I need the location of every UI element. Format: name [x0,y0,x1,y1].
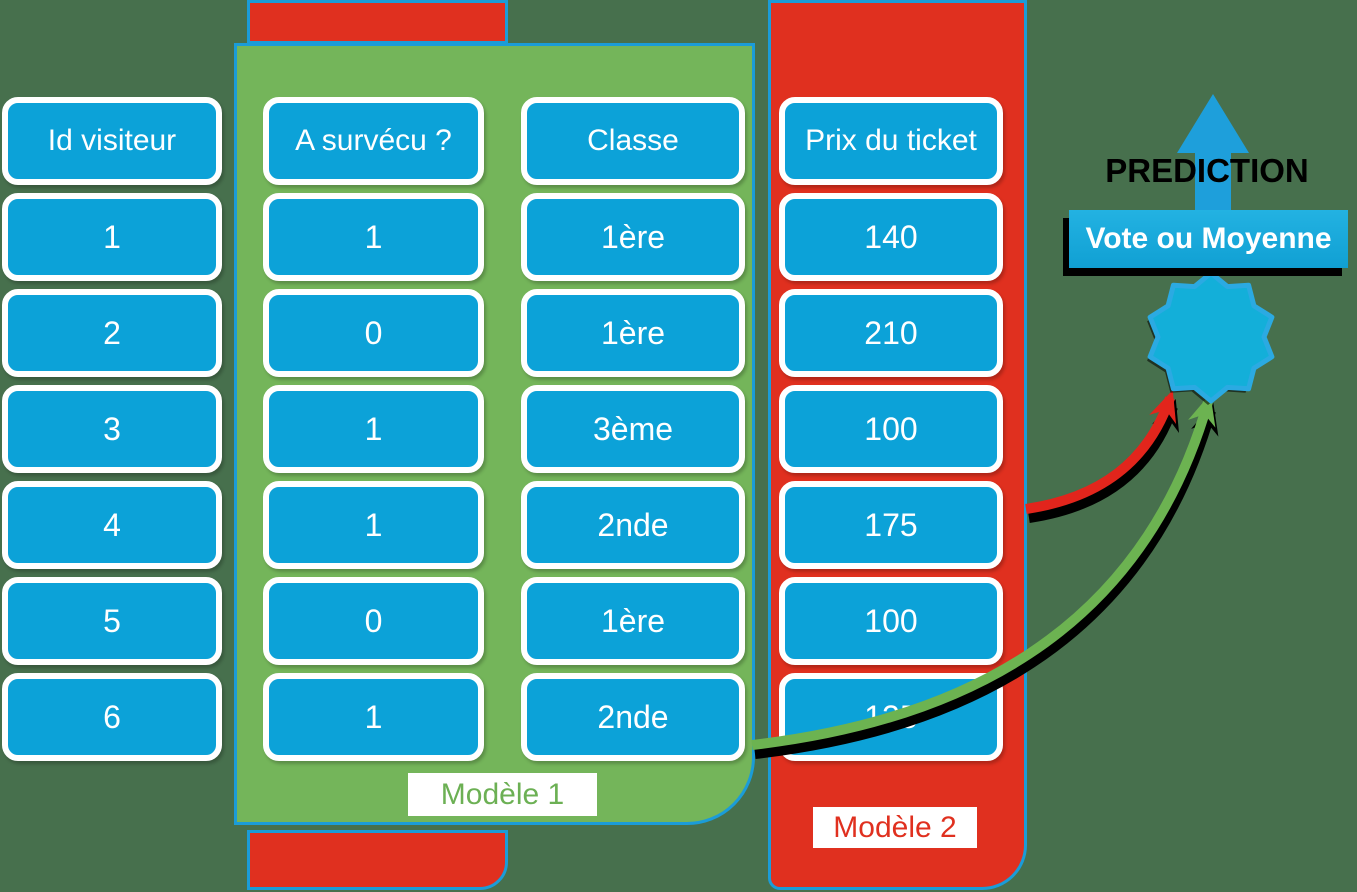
table-cell-classe-row6: 2nde [521,673,745,761]
table-cell-prix_ticket-row3: 100 [779,385,1003,473]
table-cell-prix_ticket-row5: 100 [779,577,1003,665]
table-cell-id_visiteur-row2: 2 [2,289,222,377]
table-cell-a_survecu-row1: 1 [263,193,484,281]
column-header-id_visiteur: Id visiteur [2,97,222,185]
table-cell-a_survecu-row5: 0 [263,577,484,665]
table-cell-classe-row2: 1ère [521,289,745,377]
table-cell-a_survecu-row3: 1 [263,385,484,473]
model2-label: Modèle 2 [813,807,977,848]
table-cell-a_survecu-row2: 0 [263,289,484,377]
column-header-a_survecu: A survécu ? [263,97,484,185]
red-arrow-shadow [1028,398,1180,523]
table-cell-id_visiteur-row3: 3 [2,385,222,473]
table-cell-id_visiteur-row1: 1 [2,193,222,281]
column-header-classe: Classe [521,97,745,185]
table-cell-prix_ticket-row6: 135 [779,673,1003,761]
table-cell-id_visiteur-row6: 6 [2,673,222,761]
table-cell-prix_ticket-row4: 175 [779,481,1003,569]
table-cell-classe-row1: 1ère [521,193,745,281]
table-cell-prix_ticket-row1: 140 [779,193,1003,281]
model2-red-accent-bottom [247,830,508,890]
table-cell-classe-row4: 2nde [521,481,745,569]
table-cell-prix_ticket-row2: 210 [779,289,1003,377]
prediction-star-shadow [1147,277,1269,405]
model2-to-prediction-arrow [1025,389,1177,514]
table-cell-id_visiteur-row5: 5 [2,577,222,665]
model1-label: Modèle 1 [408,773,597,816]
table-cell-id_visiteur-row4: 4 [2,481,222,569]
prediction-star-icon [1147,270,1275,404]
column-header-prix_ticket: Prix du ticket [779,97,1003,185]
prediction-title: PREDICTION [1105,152,1309,189]
table-cell-classe-row5: 1ère [521,577,745,665]
model2-red-accent-top [247,0,508,44]
vote-or-average-box: Vote ou Moyenne [1069,210,1348,268]
table-cell-a_survecu-row4: 1 [263,481,484,569]
table-cell-a_survecu-row6: 1 [263,673,484,761]
table-cell-classe-row3: 3ème [521,385,745,473]
